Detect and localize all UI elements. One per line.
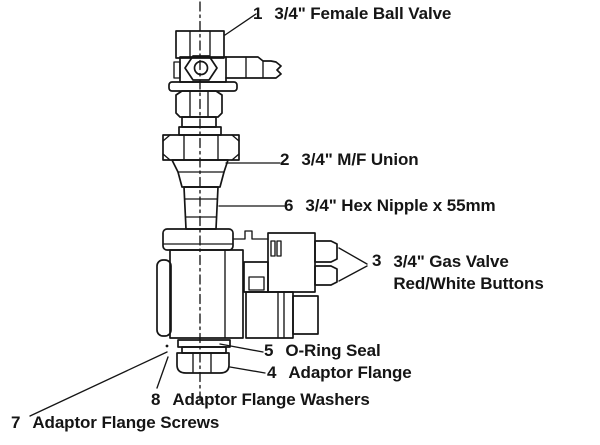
label-text: 3/4" Gas Valve <box>393 252 509 271</box>
label-gas-valve: 3 3/4" Gas Valve Red/White Buttons <box>372 251 544 295</box>
mounting-tab <box>232 230 269 240</box>
leader-3 <box>338 247 368 282</box>
leader-7 <box>29 351 168 417</box>
label-text: 3/4" Hex Nipple x 55mm <box>305 196 496 215</box>
label-female-ball-valve: 1 3/4" Female Ball Valve <box>253 4 451 24</box>
leader-4 <box>229 366 266 374</box>
label-o-ring-seal: 5 O-Ring Seal <box>264 341 381 361</box>
label-text: Adaptor Flange <box>288 363 412 382</box>
label-text: O-Ring Seal <box>285 341 381 360</box>
label-text: Adaptor Flange Washers <box>172 390 370 409</box>
label-text: 3/4" M/F Union <box>301 150 419 169</box>
leader-5 <box>219 343 264 353</box>
o-ring-seal <box>177 339 231 348</box>
stem-nut <box>184 55 218 81</box>
union-nut <box>162 134 240 161</box>
gas-valve-top-flange <box>162 228 234 251</box>
valve-handle <box>225 56 282 79</box>
gas-valve-body <box>169 249 244 339</box>
ball-valve-drawing <box>168 30 282 118</box>
label-text: Adaptor Flange Screws <box>32 413 220 432</box>
white-button <box>314 265 338 286</box>
hex-nipple-drawing <box>183 186 219 230</box>
adaptor-flange <box>176 352 230 374</box>
leader-8 <box>156 356 169 389</box>
label-text: 3/4" Female Ball Valve <box>274 4 452 23</box>
body-left-boss <box>156 259 172 337</box>
label-adaptor-flange-screws: 7 Adaptor Flange Screws <box>11 413 219 433</box>
gas-valve-drawing <box>156 228 338 339</box>
o-ring-and-adaptor-flange-drawing <box>165 339 231 374</box>
body-lower-block <box>245 291 294 339</box>
label-number: 2 <box>280 150 290 169</box>
label-number: 6 <box>284 196 294 215</box>
label-mf-union: 2 3/4" M/F Union <box>280 150 419 170</box>
label-number: 1 <box>253 4 263 23</box>
label-hex-nipple: 6 3/4" Hex Nipple x 55mm <box>284 196 496 216</box>
union-drawing <box>162 116 240 188</box>
label-text-line2: Red/White Buttons <box>393 274 544 293</box>
leader-lines <box>29 13 368 417</box>
leader-1 <box>224 13 257 36</box>
label-number: 8 <box>151 390 161 409</box>
label-adaptor-flange-washers: 8 Adaptor Flange Washers <box>151 390 370 410</box>
label-number: 5 <box>264 341 274 360</box>
label-adaptor-flange: 4 Adaptor Flange <box>267 363 412 383</box>
valve-lower-hex <box>175 90 223 118</box>
label-number: 7 <box>11 413 21 432</box>
label-number: 3 <box>372 251 382 270</box>
label-number: 4 <box>267 363 277 382</box>
red-button <box>314 240 338 263</box>
valve-flange <box>168 81 238 92</box>
